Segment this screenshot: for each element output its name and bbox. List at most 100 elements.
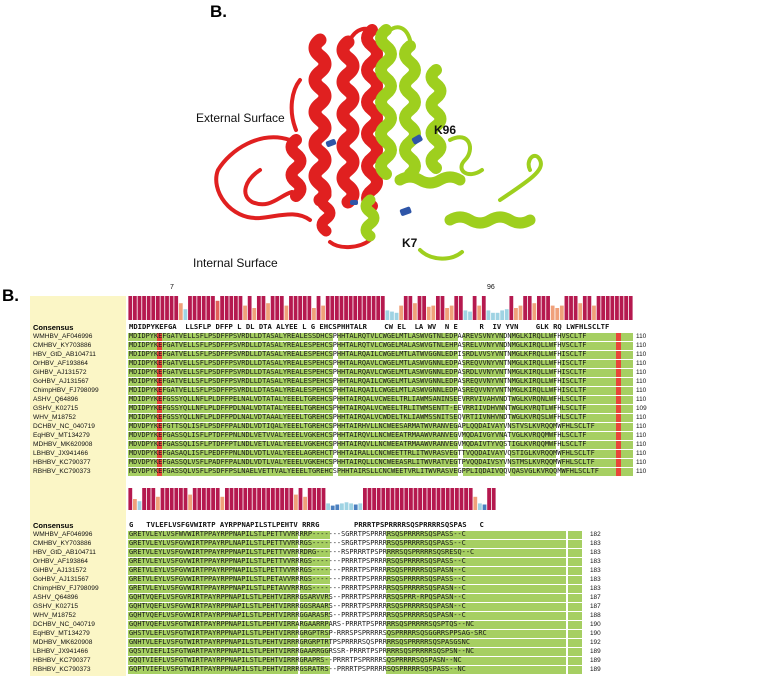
conservation-bar [445,488,450,510]
sequence-length: 183 [590,558,601,565]
table-row: GRETVLEYLVSFGVWIRTPPAYRPPNAPILSTLPETAVVR… [128,585,586,594]
conservation-bar [385,310,390,320]
conservation-bar [298,488,303,510]
conservation-bar [234,488,238,510]
table-row: MDIDPYKEFGSSYQLLNFLPLDFFPDLNALVDTAAALYEE… [128,414,633,423]
conservation-bar [436,488,441,510]
sequence-name: HBHBV_KC790377 [33,459,91,466]
sequence-name: CMHBV_KY703886 [33,342,92,349]
conservation-bar [271,488,275,510]
conservation-bar [417,296,422,320]
consensus-label-1: Consensus [33,323,74,332]
sequence-text: GRETVLEYLVSFGVWIRTPPAYRPPNAPILSTLPETAVVR… [129,585,466,592]
conservation-bar [628,296,633,320]
sequence-length: 110 [636,441,647,448]
conservation-bar [592,305,596,320]
sequence-text: MDIDPYKEFGSSYQLLNFLPLDFFPDLNALVDTAAALYEE… [129,414,587,421]
table-row: GRETVLEYLVSFGVWIRTPPAYRPPNAPILSTLPETTVVR… [128,567,586,576]
sequence-length: 110 [636,387,647,394]
conservation-bar [174,488,179,510]
conservation-bar [243,305,247,320]
sequence-text: GQHTVQEFLVSFGVWIRTPAYRPPNAPILSTLPEHTVIRR… [129,612,466,619]
conservation-bar [211,296,215,320]
panel-a-label: B. [210,2,227,21]
conservation-bar [582,296,587,320]
table-row: GQQTVIEFLVSFGTWIRTPAYRPPNAPILSTLPEHTVIRR… [128,657,586,666]
conservation-bar [615,296,619,320]
conservation-bar [321,305,326,320]
conservation-bar [298,296,303,320]
conservation-bar [527,296,532,320]
conservation-histogram-2 [128,488,496,510]
consensus-label-2: Consensus [33,521,74,530]
sequence-text: GRETVLEYLVSFWVWIRTPPAYRPPNAPILSTLPETTVVR… [129,531,466,538]
conservation-bar [317,488,321,510]
conservation-bar [435,296,440,320]
sequence-text: MDIDPYKEFGSSYQLLNFLPLDFFPDLNALVDTATALYEE… [129,405,587,412]
sequence-name: WHV_M18752 [33,612,76,619]
conservation-bar [202,488,206,510]
table-row: MDIDPYKEFGSSYQLLNFLPLDFFPELNALVDTATALYEE… [128,396,633,405]
conservation-bar [564,296,569,320]
sequence-length: 110 [636,432,647,439]
conservation-bar [408,296,413,320]
sequence-length: 110 [636,396,647,403]
conservation-bar [454,296,459,320]
conservation-bar [211,488,215,510]
conservation-bar [197,488,202,510]
sequence-name: DCHBV_NC_040719 [33,423,95,430]
conservation-bar [247,296,252,320]
conservation-bar [362,296,367,320]
sequence-name: GiHBV_AJ131572 [33,567,87,574]
sequence-length: 110 [636,414,647,421]
conservation-bar [514,308,518,320]
red-chain [214,24,383,249]
sequence-name: MDHBV_MK620908 [33,441,93,448]
conservation-bar [183,488,188,510]
sequence-text: MDVDPYKEFGASSQLVSFLPSDFFPSLNAELVETTVALYE… [129,468,599,475]
sequence-length: 190 [590,630,601,637]
table-row: GQHTVQEFLVSFGVWIRTPAYRPPNAPILSTLPEHTVIRR… [128,612,586,621]
sequence-length: 110 [636,369,647,376]
conservation-bar [491,312,495,320]
conservation-bar [344,296,348,320]
sequence-name: RBHBV_KC790373 [33,468,91,475]
table-row: GHSTVLEFLVSFGTWIRTPAYRPPNAPILSTLPEHTVIRR… [128,630,586,639]
sequence-text: MDVDPYKEFGASSQLVSFLPADFFPALNDLVDTLVALYEE… [129,459,595,466]
conservation-bar [225,488,229,510]
k7-label: K7 [402,236,418,250]
conservation-bar [146,488,151,510]
conservation-bar [344,502,349,510]
conservation-bar [472,296,477,320]
position-marker-7: 7 [170,284,174,291]
conservation-bar [409,488,413,510]
sequence-length: 110 [636,459,647,466]
k96-label: K96 [434,123,457,137]
conservation-bar [357,296,362,320]
conservation-bar [169,296,174,320]
sequence-text: GRETVLEYLVSFGVWIRTPPAYRPPNAPILSTLPETAVVR… [129,576,466,583]
conservation-bar [325,296,330,320]
conservation-bar [358,503,363,510]
conservation-bar [418,488,422,510]
conservation-bar [500,310,505,320]
conservation-bar [303,496,307,510]
sequence-name: ChimpHBV_FJ798099 [33,387,99,394]
conservation-bar [188,296,192,320]
conservation-bar [504,309,509,320]
conservation-bar [156,496,160,510]
sequence-text: GQQTVIEFLVSFGTWIRTPAYRPPNAPILSTLPEHTVIRR… [129,657,462,664]
conservation-bar [334,296,339,320]
sequence-length: 182 [590,531,601,538]
conservation-bar [321,488,326,510]
conservation-bar [440,296,445,320]
conservation-bar [238,296,243,320]
sequence-name: HBV_GtD_AB104711 [33,351,96,358]
sequence-length: 110 [636,333,647,340]
conservation-bar [458,296,463,320]
conservation-bar [307,296,312,320]
sequence-length: 187 [590,603,601,610]
conservation-bar [445,308,449,320]
conservation-bar [275,488,280,510]
conservation-bar [261,488,266,510]
